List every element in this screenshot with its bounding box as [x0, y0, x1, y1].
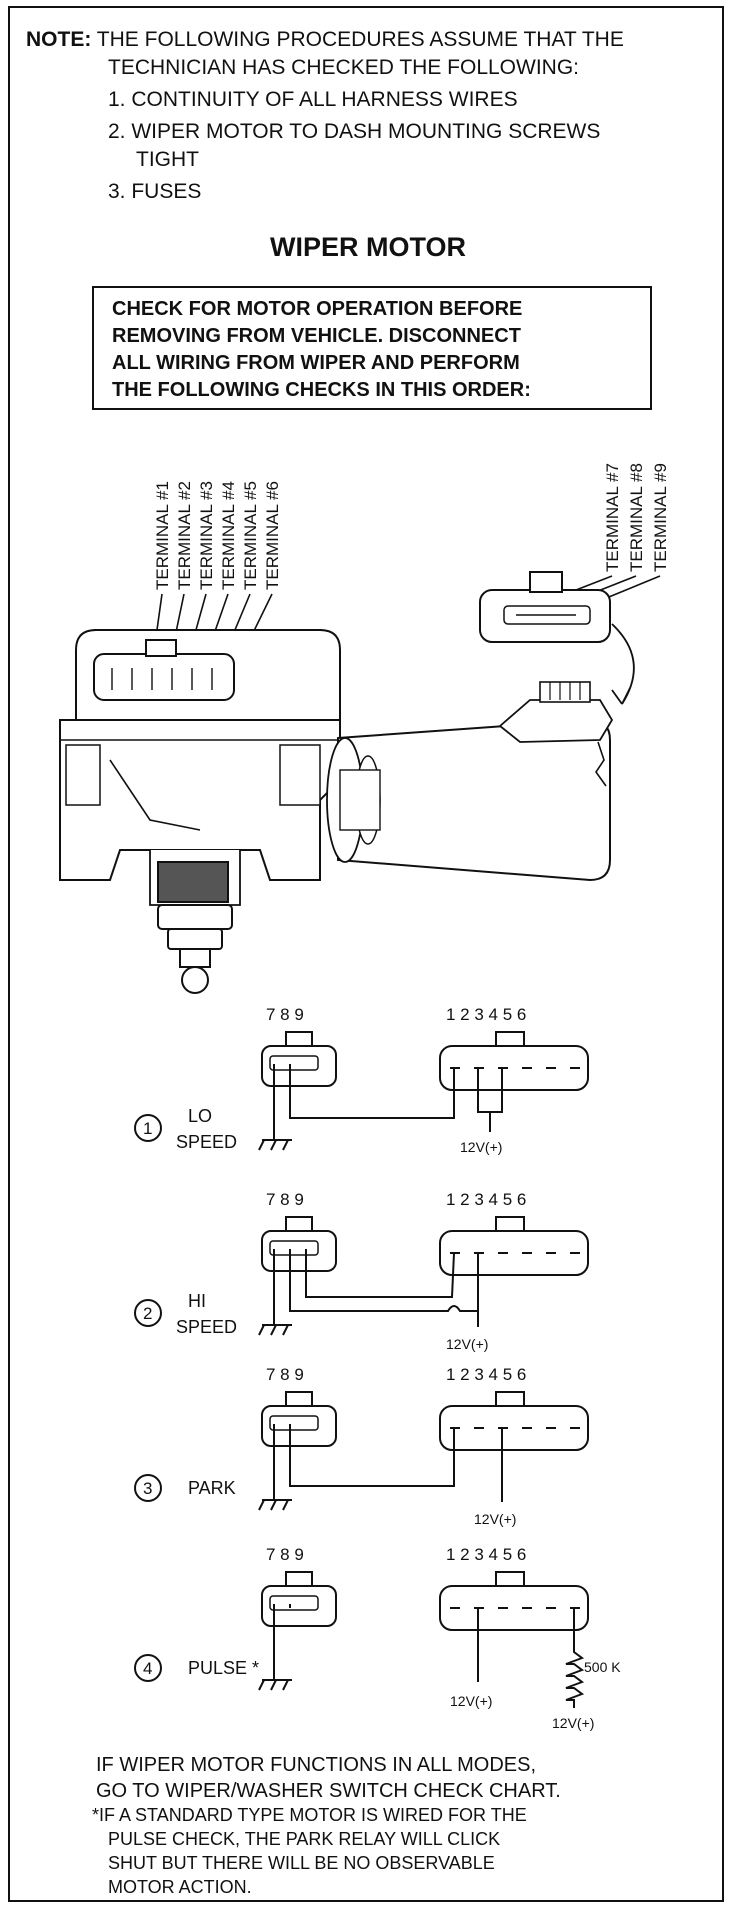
ground-symbol: [258, 1324, 292, 1336]
instruction-line: CHECK FOR MOTOR OPERATION BEFORE: [112, 298, 523, 320]
terminal-label: TERMINAL #1: [153, 481, 172, 590]
wiper-motor-illustration: [59, 629, 614, 994]
footer-line-1: IF WIPER MOTOR FUNCTIONS IN ALL MODES,: [96, 1754, 537, 1776]
page-border: [8, 6, 724, 1902]
page-title: WIPER MOTOR: [269, 232, 466, 262]
large-connector: [439, 1045, 589, 1091]
resistor: [565, 1608, 585, 1708]
instruction-line: REMOVING FROM VEHICLE. DISCONNECT: [112, 325, 521, 347]
check-number: 3: [143, 1479, 152, 1498]
pin-labels-small: 7 8 9: [266, 1190, 304, 1209]
small-connector-pins: [269, 1240, 319, 1256]
voltage-label: 12V(+): [446, 1336, 488, 1352]
voltage-label: 12V(+): [460, 1139, 502, 1155]
instruction-box: CHECK FOR MOTOR OPERATION BEFORE REMOVIN…: [92, 286, 652, 410]
large-connector: [439, 1585, 589, 1631]
terminal-labels-right: TERMINAL #7 TERMINAL #8 TERMINAL #9: [603, 463, 670, 572]
check-name-line-2: SPEED: [176, 1317, 237, 1337]
resistor-label: 500 K: [584, 1659, 621, 1675]
voltage-wire: [477, 1068, 503, 1132]
note-item-2: 2. WIPER MOTOR TO DASH MOUNTING SCREWS: [108, 120, 601, 143]
note-label: NOTE:: [26, 28, 92, 51]
note-item-2-cont: TIGHT: [136, 148, 199, 171]
small-connector-tab: [285, 1216, 313, 1232]
voltage-label: 12V(+): [450, 1693, 492, 1709]
ground-symbol: [258, 1679, 292, 1691]
note-item-1: 1. CONTINUITY OF ALL HARNESS WIRES: [108, 88, 518, 111]
footer-note-1: *IF A STANDARD TYPE MOTOR IS WIRED FOR T…: [92, 1805, 527, 1825]
pin-labels-large: 1 2 3 4 5 6: [446, 1365, 526, 1384]
jumper-wire-2: [305, 1249, 455, 1298]
check-name-line-2: SPEED: [176, 1132, 237, 1152]
pin-labels-small: 7 8 9: [266, 1005, 304, 1024]
terminal-label: TERMINAL #3: [197, 481, 216, 590]
small-connector-tab: [285, 1391, 313, 1407]
detached-connector: [479, 571, 635, 705]
terminal-label: TERMINAL #2: [175, 481, 194, 590]
terminal-label: TERMINAL #8: [627, 463, 646, 572]
check-name: LO: [188, 1106, 212, 1126]
note-text-1: THE FOLLOWING PROCEDURES ASSUME THAT THE: [96, 28, 624, 51]
footer-line-2: GO TO WIPER/WASHER SWITCH CHECK CHART.: [96, 1780, 561, 1802]
check-number-circle: [134, 1474, 162, 1502]
note-line-2: TECHNICIAN HAS CHECKED THE FOLLOWING:: [108, 56, 580, 79]
large-connector-tab: [495, 1031, 525, 1047]
small-connector-pins: [269, 1595, 319, 1611]
pin-labels-small: 7 8 9: [266, 1365, 304, 1384]
check-number-circle: [134, 1299, 162, 1327]
pin-labels-large: 1 2 3 4 5 6: [446, 1005, 526, 1024]
large-connector: [439, 1230, 589, 1276]
large-connector-tab: [495, 1571, 525, 1587]
check-number: 1: [143, 1119, 152, 1138]
terminal-labels-left: TERMINAL #1 TERMINAL #2 TERMINAL #3 TERM…: [153, 481, 282, 590]
terminal-label: TERMINAL #9: [651, 463, 670, 572]
large-connector-tab: [495, 1391, 525, 1407]
voltage-label: 12V(+): [474, 1511, 516, 1527]
check-name: HI: [188, 1291, 206, 1311]
check-number-circle: [134, 1114, 162, 1142]
check-name: PARK: [188, 1478, 236, 1498]
check-name: PULSE *: [188, 1658, 259, 1678]
small-connector-pins: [269, 1415, 319, 1431]
pin-labels-small: 7 8 9: [266, 1545, 304, 1564]
check-number: 4: [143, 1659, 152, 1678]
instruction-line: ALL WIRING FROM WIPER AND PERFORM: [112, 352, 520, 374]
check-number: 2: [143, 1304, 152, 1323]
instruction-line: THE FOLLOWING CHECKS IN THIS ORDER:: [112, 379, 531, 401]
jumper-wire: [289, 1064, 455, 1119]
footer-note-3: SHUT BUT THERE WILL BE NO OBSERVABLE: [108, 1853, 495, 1873]
terminal-label: TERMINAL #4: [219, 481, 238, 590]
footer-note-4: MOTOR ACTION.: [108, 1877, 252, 1897]
footer-note-2: PULSE CHECK, THE PARK RELAY WILL CLICK: [108, 1829, 501, 1849]
terminal-label: TERMINAL #5: [241, 481, 260, 590]
large-connector-tab: [495, 1216, 525, 1232]
small-connector-pins: [269, 1055, 319, 1071]
check-number-circle: [134, 1654, 162, 1682]
ground-symbol: [258, 1139, 292, 1151]
check-diagrams: 7 8 9 1 2 3 4 5 6 1 LO SPEED 12V(+) 7 8 9 1 2 3…: [134, 1005, 621, 1731]
pin-labels-large: 1 2 3 4 5 6: [446, 1190, 526, 1209]
terminal-label: TERMINAL #6: [263, 481, 282, 590]
pin-labels-large: 1 2 3 4 5 6: [446, 1545, 526, 1564]
note-line-1: NOTE: THE FOLLOWING PROCEDURES ASSUME TH…: [26, 28, 624, 52]
note-item-3: 3. FUSES: [108, 180, 202, 203]
ground-symbol: [258, 1499, 292, 1511]
small-connector-tab: [285, 1031, 313, 1047]
large-connector: [439, 1405, 589, 1451]
small-connector-tab: [285, 1571, 313, 1587]
terminal-label: TERMINAL #7: [603, 463, 622, 572]
jumper-wire: [289, 1249, 478, 1312]
voltage-label-2: 12V(+): [552, 1715, 594, 1731]
jumper-wire: [289, 1424, 455, 1487]
